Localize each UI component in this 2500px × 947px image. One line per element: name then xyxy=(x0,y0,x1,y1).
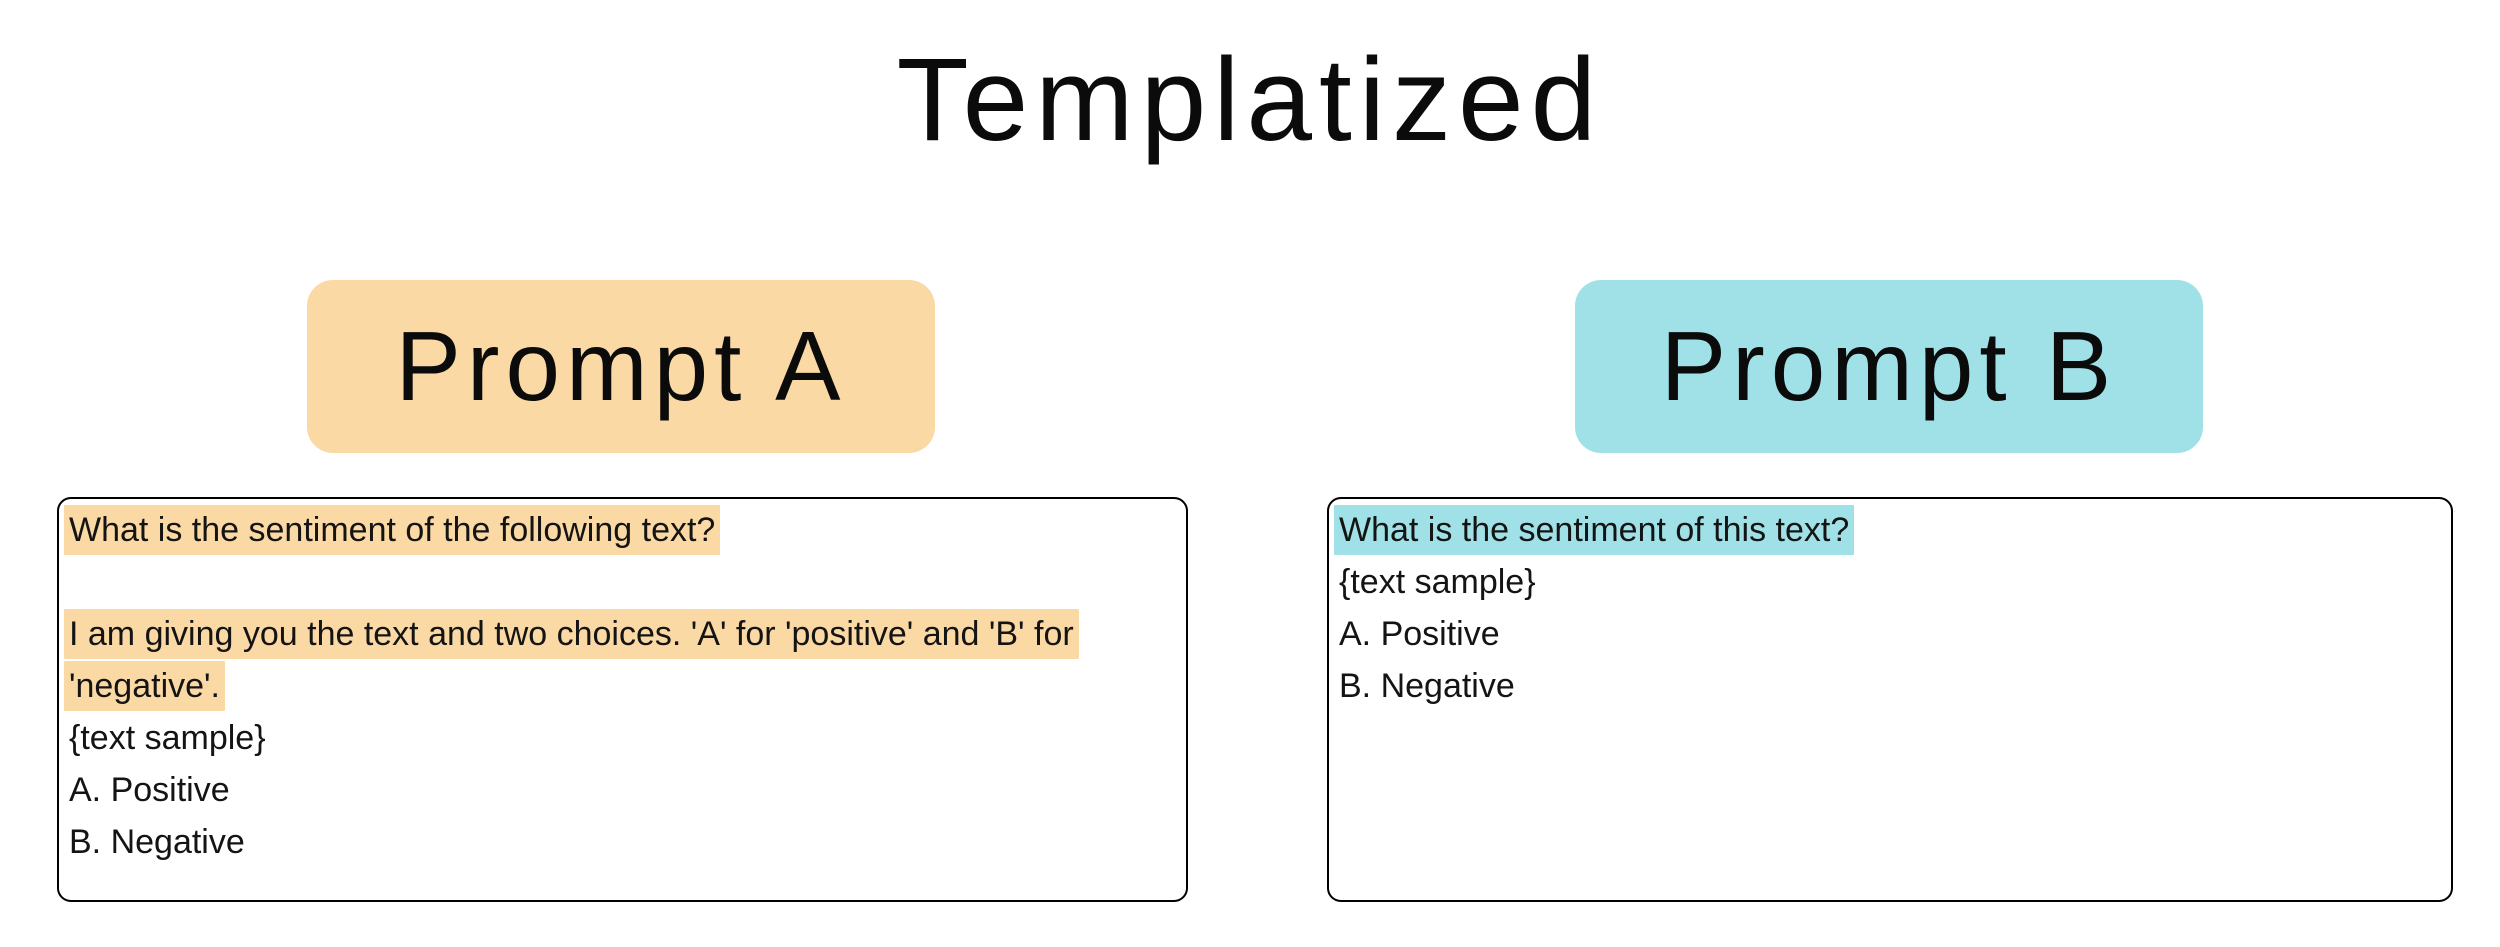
prompt-b-line-1: What is the sentiment of this text? xyxy=(1334,504,2443,556)
prompt-a-text-sample: {text sample} xyxy=(69,719,266,757)
prompt-a-line-5: {text sample} xyxy=(69,712,1178,764)
prompt-a-highlight-2: I am giving you the text and two choices… xyxy=(64,609,1079,659)
prompt-b-line-2: {text sample} xyxy=(1339,556,2443,608)
prompt-a-line-6: A. Positive xyxy=(69,764,1178,816)
prompt-a-highlight-3: 'negative'. xyxy=(64,661,225,711)
prompt-a-highlight-1: What is the sentiment of the following t… xyxy=(64,505,721,555)
prompt-a-line-4: 'negative'. xyxy=(64,660,1178,712)
prompt-b-choice-negative: B. Negative xyxy=(1339,667,1515,705)
prompt-a-line-1: What is the sentiment of the following t… xyxy=(64,504,1178,556)
prompt-a-line-7: B. Negative xyxy=(69,816,1178,868)
prompt-b-text-sample: {text sample} xyxy=(1339,563,1536,601)
prompt-b-choice-positive: A. Positive xyxy=(1339,615,1500,653)
prompt-a-badge: Prompt A xyxy=(307,280,935,453)
page-title: Templatized xyxy=(896,34,1604,166)
prompt-a-line-3: I am giving you the text and two choices… xyxy=(64,608,1178,660)
prompt-a-choice-negative: B. Negative xyxy=(69,823,245,861)
prompt-b-highlight-1: What is the sentiment of this text? xyxy=(1334,505,1855,555)
prompt-b-line-4: B. Negative xyxy=(1339,660,2443,712)
prompt-b-textbox: What is the sentiment of this text? {tex… xyxy=(1327,497,2453,902)
prompt-b-line-3: A. Positive xyxy=(1339,608,2443,660)
prompt-a-textbox: What is the sentiment of the following t… xyxy=(57,497,1188,902)
prompt-a-line-2-blank xyxy=(69,556,1178,608)
prompt-a-choice-positive: A. Positive xyxy=(69,771,230,809)
prompt-b-badge: Prompt B xyxy=(1575,280,2203,453)
